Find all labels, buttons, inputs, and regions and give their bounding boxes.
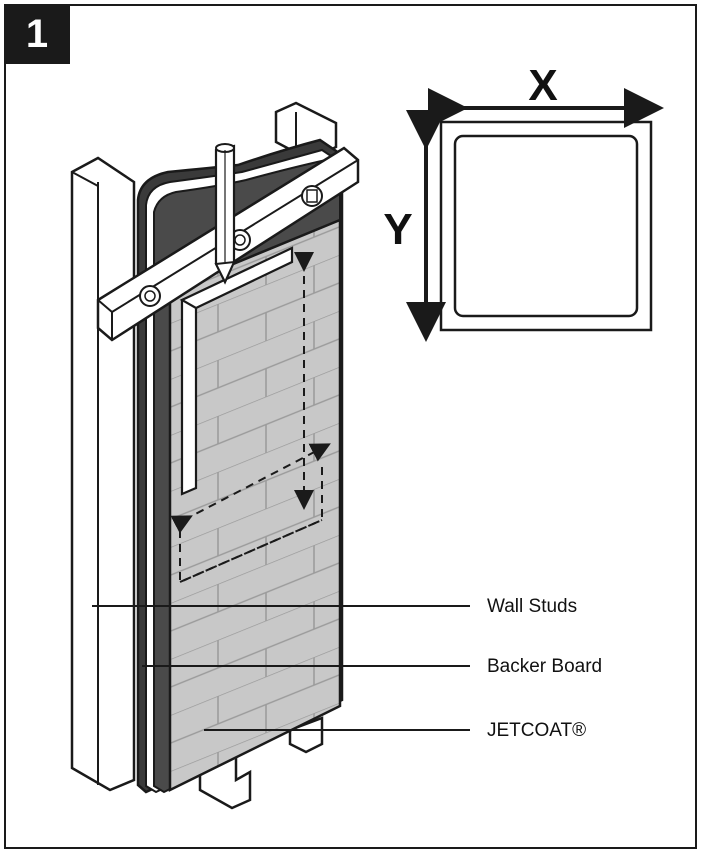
carpenter-square [179,246,294,496]
level-vial-left [139,285,161,307]
jetcoat-label: JETCOAT® [487,720,586,741]
pencil [214,143,236,285]
wall-studs-label: Wall Studs [487,596,577,617]
tile-outline [439,120,653,332]
width-label-x: X [528,61,557,110]
step-number-badge: 1 [4,4,70,64]
wall-stud-left [70,156,136,792]
backer-board-label: Backer Board [487,656,602,677]
dashed-measure-lines [170,252,331,584]
diagram-frame [4,4,697,849]
height-label-y: Y [383,205,412,254]
level-vial-right [301,185,323,207]
